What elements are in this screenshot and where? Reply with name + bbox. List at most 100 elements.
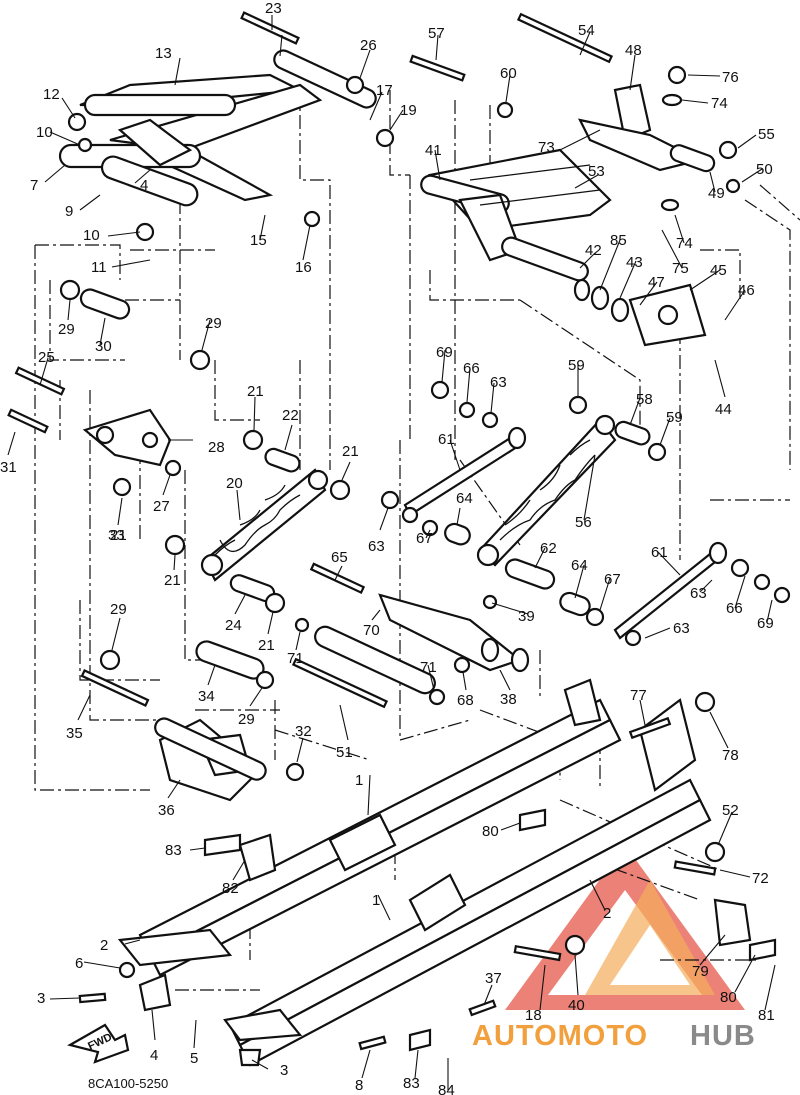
- callout-47: 47: [648, 274, 665, 291]
- callout-29: 29: [238, 711, 255, 728]
- callout-27: 27: [153, 498, 170, 515]
- callout-54: 54: [578, 22, 595, 39]
- callout-79: 79: [692, 963, 709, 980]
- cam-plate-45: [573, 278, 707, 347]
- callout-64: 64: [571, 557, 588, 574]
- callout-2: 2: [100, 937, 108, 954]
- callout-82: 82: [222, 880, 239, 897]
- callout-21: 21: [164, 572, 181, 589]
- callout-65: 65: [331, 549, 348, 566]
- callout-29: 29: [205, 315, 222, 332]
- callout-15: 15: [250, 232, 267, 249]
- callout-63: 63: [673, 620, 690, 637]
- callout-17: 17: [376, 82, 393, 99]
- callout-66: 66: [726, 600, 743, 617]
- bracket-36: [154, 717, 267, 802]
- callout-68: 68: [457, 692, 474, 709]
- callout-38: 38: [500, 691, 517, 708]
- callout-71: 71: [287, 650, 304, 667]
- watermark-logo: [505, 845, 745, 1010]
- callout-labels: 1 1 2 2 3 3 4 4 5 6 7 8 9 10 10 11 12 13…: [0, 0, 775, 1095]
- callout-51: 51: [336, 744, 353, 761]
- callout-35: 35: [66, 725, 83, 742]
- callout-21: 21: [247, 383, 264, 400]
- callout-9: 9: [65, 203, 73, 220]
- watermark-text: AUTOMOTO HUB: [472, 1020, 756, 1052]
- callout-85: 85: [610, 232, 627, 249]
- callout-75: 75: [672, 260, 689, 277]
- callout-26: 26: [360, 37, 377, 54]
- rear-pivot-arm-41: [420, 148, 612, 282]
- callout-74: 74: [676, 235, 693, 252]
- callout-13: 13: [155, 45, 172, 62]
- callout-1: 1: [355, 772, 363, 789]
- callout-2: 2: [603, 905, 611, 922]
- callout-60: 60: [500, 65, 517, 82]
- callout-10: 10: [36, 124, 53, 141]
- callout-11: 11: [91, 259, 107, 276]
- front-pivot-arm-13: [58, 73, 323, 207]
- callout-31: 31: [0, 459, 17, 476]
- callout-84: 84: [438, 1082, 455, 1095]
- callout-23: 23: [265, 0, 282, 17]
- callout-32: 32: [295, 723, 312, 740]
- callout-76: 76: [722, 69, 739, 86]
- callout-29: 29: [58, 321, 75, 338]
- callout-34: 34: [198, 688, 215, 705]
- callout-3: 3: [37, 990, 45, 1007]
- callout-57: 57: [428, 25, 445, 42]
- callout-50: 50: [756, 161, 773, 178]
- callout-80: 80: [720, 989, 737, 1006]
- callout-69: 69: [757, 615, 774, 632]
- bracket-48-73: [577, 83, 716, 173]
- watermark-part2: HUB: [690, 1020, 756, 1052]
- callout-72: 72: [752, 870, 769, 887]
- callout-45: 45: [710, 262, 727, 279]
- callout-5: 5: [190, 1050, 198, 1067]
- callout-29: 29: [110, 601, 127, 618]
- callout-6: 6: [75, 955, 83, 972]
- callout-62: 62: [540, 540, 557, 557]
- callout-53: 53: [588, 163, 605, 180]
- callout-22: 22: [282, 407, 299, 424]
- callout-41: 41: [425, 142, 442, 159]
- callout-61: 61: [651, 544, 668, 561]
- callout-21: 21: [110, 527, 127, 544]
- callout-61: 61: [438, 431, 455, 448]
- callout-77: 77: [630, 687, 647, 704]
- callout-83: 83: [165, 842, 182, 859]
- callout-42: 42: [585, 242, 602, 259]
- callout-25: 25: [38, 349, 55, 366]
- callout-40: 40: [568, 997, 585, 1014]
- callout-19: 19: [400, 102, 417, 119]
- callout-33: 33: [108, 527, 125, 544]
- callout-30: 30: [95, 338, 112, 355]
- callout-21: 21: [258, 637, 275, 654]
- callout-18: 18: [525, 1007, 542, 1024]
- callout-37: 37: [485, 970, 502, 987]
- link-28: [82, 408, 172, 467]
- callout-81: 81: [758, 1007, 775, 1024]
- callout-12: 12: [43, 86, 60, 103]
- callout-56: 56: [575, 514, 592, 531]
- callout-16: 16: [295, 259, 312, 276]
- callout-58: 58: [636, 391, 653, 408]
- callout-63: 63: [368, 538, 385, 555]
- watermark-part1: AUTOMOTO: [472, 1020, 648, 1052]
- callout-48: 48: [625, 42, 642, 59]
- front-axle-17: [273, 49, 377, 109]
- callout-67: 67: [416, 530, 433, 547]
- callout-39: 39: [518, 608, 535, 625]
- callout-52: 52: [722, 802, 739, 819]
- front-shock-20: [200, 468, 329, 582]
- callout-24: 24: [225, 617, 242, 634]
- leader-lines: [7, 15, 776, 1090]
- callout-80: 80: [482, 823, 499, 840]
- link-38: [378, 593, 530, 673]
- callout-28: 28: [208, 439, 225, 456]
- callout-21: 21: [342, 443, 359, 460]
- callout-20: 20: [226, 475, 243, 492]
- callout-64: 64: [456, 490, 473, 507]
- drawing-code: 8CA100-5250: [88, 1076, 168, 1091]
